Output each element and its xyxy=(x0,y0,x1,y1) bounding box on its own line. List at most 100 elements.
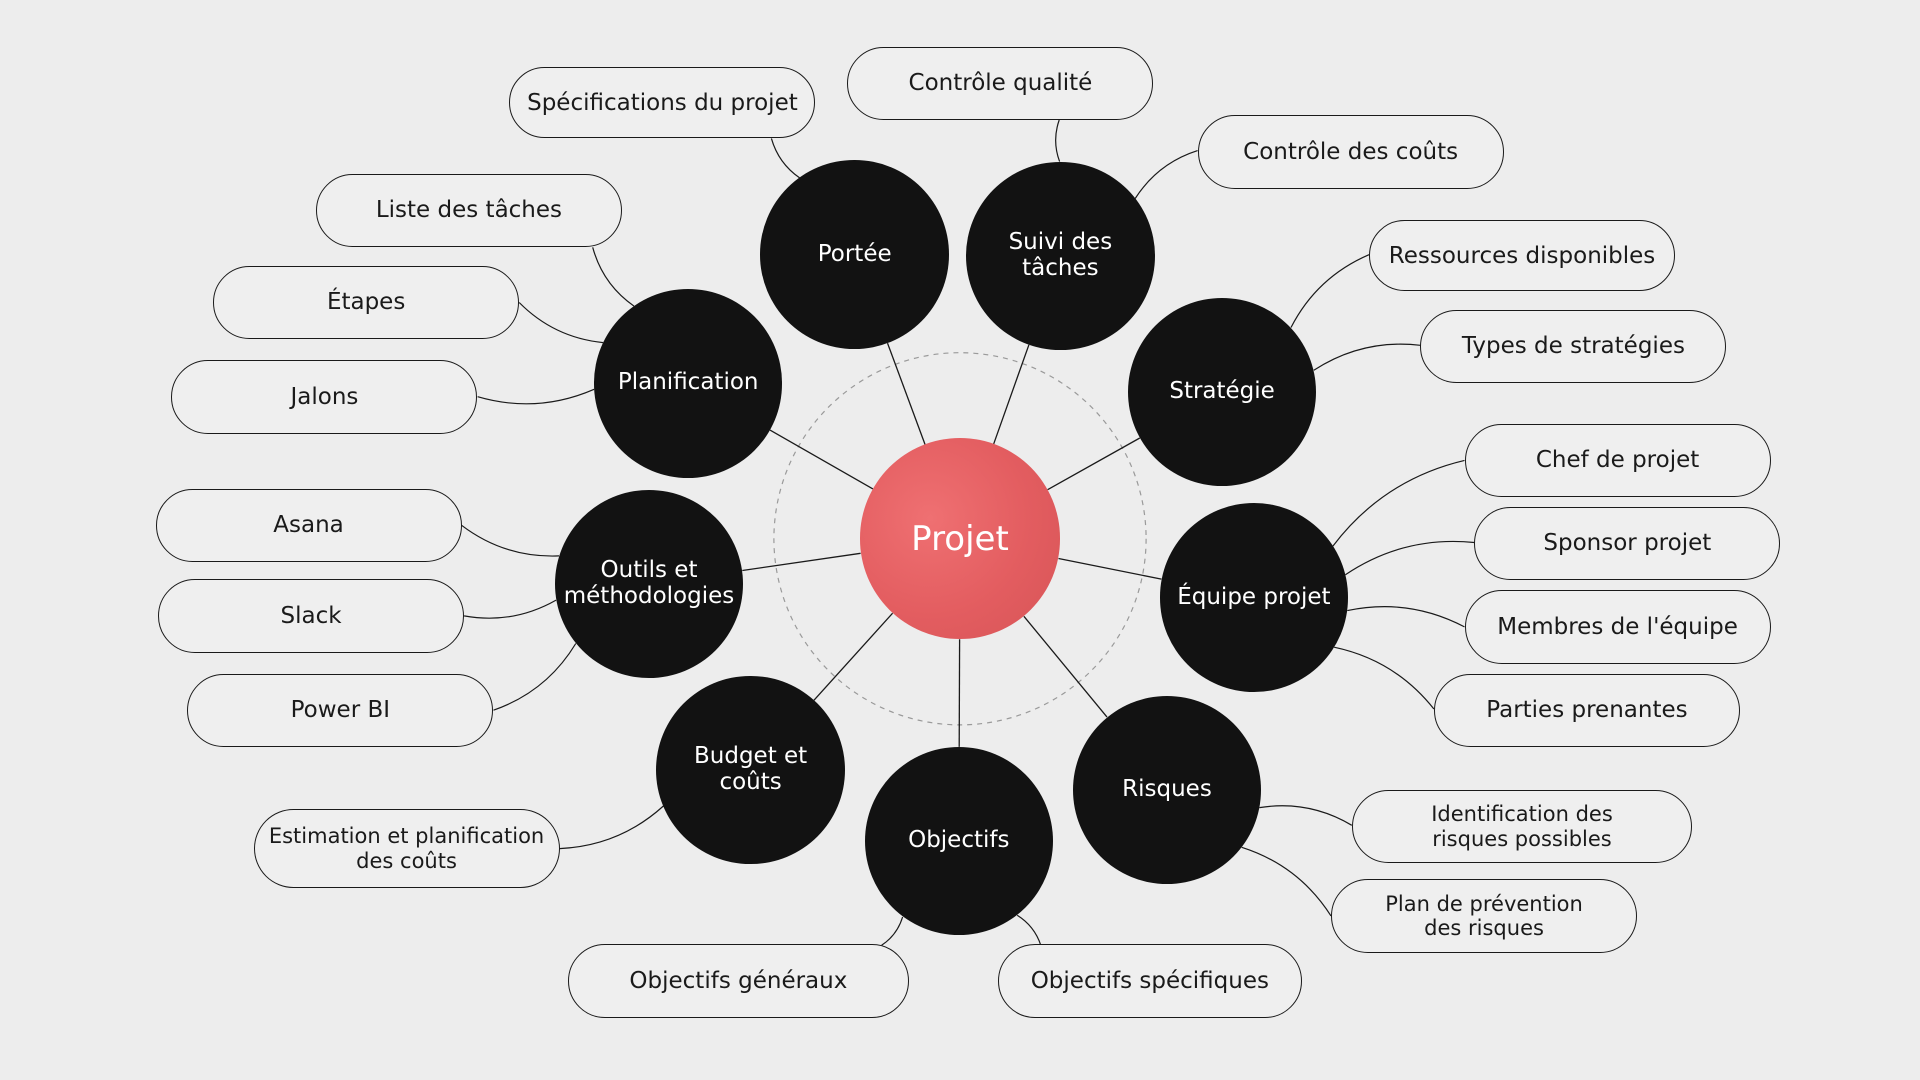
branch-node-objectifs: Objectifs xyxy=(864,746,1054,936)
connector-asana xyxy=(461,524,560,557)
branch-label-budget-line: Budget et xyxy=(693,743,808,770)
leaf-label-identification-line: risques possibles xyxy=(1432,826,1612,851)
leaf-label-specifications: Spécifications du projet xyxy=(527,90,798,116)
connector-types-strategies xyxy=(1313,343,1421,371)
branch-label-suivi-line: tâches xyxy=(1022,254,1099,281)
branch-label-strategie-line: Stratégie xyxy=(1169,378,1275,405)
leaf-node-liste-taches: Liste des tâches xyxy=(315,173,622,248)
branch-label-risques-line: Risques xyxy=(1122,775,1212,802)
leaf-label-parties-line: Parties prenantes xyxy=(1486,697,1688,724)
branch-label-planification-line: Planification xyxy=(617,369,759,396)
branch-label-objectifs: Objectifs xyxy=(908,827,1009,854)
leaf-label-obj-generaux: Objectifs généraux xyxy=(629,968,847,994)
connector-chef xyxy=(1332,459,1465,547)
leaf-node-slack: Slack xyxy=(158,579,465,653)
leaf-label-etapes-line: Étapes xyxy=(326,289,406,316)
leaf-label-controle-couts: Contrôle des coûts xyxy=(1243,139,1458,165)
spoke-suivi xyxy=(992,344,1030,445)
leaf-label-chef: Chef de projet xyxy=(1536,447,1699,473)
leaf-label-estimation-line: Estimation et planification xyxy=(268,824,545,849)
leaf-node-obj-generaux: Objectifs généraux xyxy=(568,944,909,1018)
leaf-label-identification-line: Identification des xyxy=(1431,802,1613,827)
spoke-outils xyxy=(742,552,861,572)
leaf-label-powerbi: Power BI xyxy=(291,697,390,723)
leaf-label-membres: Membres de l'équipe xyxy=(1497,614,1738,640)
leaf-label-controle-couts-line: Contrôle des coûts xyxy=(1243,138,1459,165)
leaf-label-slack: Slack xyxy=(281,603,342,629)
leaf-node-powerbi: Power BI xyxy=(187,673,494,747)
connector-slack xyxy=(463,599,557,619)
connector-membres xyxy=(1347,606,1465,628)
connector-parties xyxy=(1333,646,1435,710)
connector-obj-generaux xyxy=(881,916,904,946)
branch-label-planification: Planification xyxy=(618,370,759,396)
branch-node-portee: Portée xyxy=(760,160,949,349)
leaf-label-sponsor: Sponsor projet xyxy=(1543,530,1711,556)
leaf-node-etapes: Étapes xyxy=(213,265,520,340)
spoke-risques xyxy=(1023,615,1108,718)
connector-plan-prevention xyxy=(1241,846,1332,917)
leaf-label-liste-taches-line: Liste des tâches xyxy=(375,197,563,224)
branch-label-equipe-line: Équipe projet xyxy=(1177,583,1331,610)
leaf-label-liste-taches: Liste des tâches xyxy=(376,197,562,223)
leaf-label-membres-line: Membres de l'équipe xyxy=(1497,613,1738,640)
spoke-budget xyxy=(813,612,894,701)
leaf-label-powerbi-line: Power BI xyxy=(290,697,391,724)
leaf-node-specifications: Spécifications du projet xyxy=(509,67,816,139)
leaf-label-estimation-line: des coûts xyxy=(356,848,457,873)
branch-node-strategie: Stratégie xyxy=(1127,297,1317,487)
leaf-node-controle-couts: Contrôle des coûts xyxy=(1197,115,1504,189)
leaf-label-ressources: Ressources disponibles xyxy=(1389,243,1656,269)
spoke-equipe xyxy=(1058,557,1162,580)
leaf-node-types-strategies: Types de stratégies xyxy=(1420,309,1727,384)
leaf-label-ressources-line: Ressources disponibles xyxy=(1388,242,1656,269)
leaf-label-obj-specifiques-line: Objectifs spécifiques xyxy=(1030,967,1269,994)
leaf-label-asana-line: Asana xyxy=(273,512,344,539)
branch-node-risques: Risques xyxy=(1072,695,1262,885)
leaf-label-parties: Parties prenantes xyxy=(1486,697,1687,723)
leaf-label-plan-prevention-line: des risques xyxy=(1424,915,1544,940)
spoke-planification xyxy=(769,429,874,490)
branch-label-risques: Risques xyxy=(1122,775,1212,803)
branch-label-strategie: Stratégie xyxy=(1169,378,1275,405)
connector-estimation xyxy=(559,805,664,850)
leaf-label-controle-qualite: Contrôle qualité xyxy=(909,70,1093,96)
dashed-ring xyxy=(773,352,1147,726)
leaf-label-controle-qualite-line: Contrôle qualité xyxy=(908,70,1093,97)
branch-label-portee: Portée xyxy=(818,241,892,268)
branch-label-suivi-line: Suivi des xyxy=(1008,229,1113,256)
leaf-node-chef: Chef de projet xyxy=(1464,423,1771,498)
connector-specifications xyxy=(770,138,801,179)
leaf-node-sponsor: Sponsor projet xyxy=(1474,506,1781,581)
leaf-label-jalons: Jalons xyxy=(290,384,358,410)
branch-label-outils-line: méthodologies xyxy=(563,583,735,610)
connector-controle-qualite xyxy=(1055,119,1061,162)
center-node-projet: Projet xyxy=(859,438,1061,640)
leaf-label-specifications-line: Spécifications du projet xyxy=(527,89,798,116)
leaf-label-types-strategies: Types de stratégies xyxy=(1462,333,1685,359)
leaf-node-ressources: Ressources disponibles xyxy=(1369,220,1676,292)
branch-label-budget-line: coûts xyxy=(719,769,782,796)
branch-label-equipe: Équipe projet xyxy=(1177,583,1331,611)
connector-liste-taches xyxy=(592,247,635,307)
connector-ressources xyxy=(1290,254,1370,328)
leaf-node-obj-specifiques: Objectifs spécifiques xyxy=(998,944,1302,1018)
leaf-node-asana: Asana xyxy=(155,488,462,563)
leaf-label-obj-specifiques: Objectifs spécifiques xyxy=(1031,968,1269,994)
leaf-label-obj-generaux-line: Objectifs généraux xyxy=(629,967,848,994)
branch-node-equipe: Équipe projet xyxy=(1159,503,1349,692)
spoke-portee xyxy=(886,342,926,445)
connector-identification xyxy=(1259,805,1353,826)
leaf-label-plan-prevention-line: Plan de prévention xyxy=(1385,891,1583,916)
